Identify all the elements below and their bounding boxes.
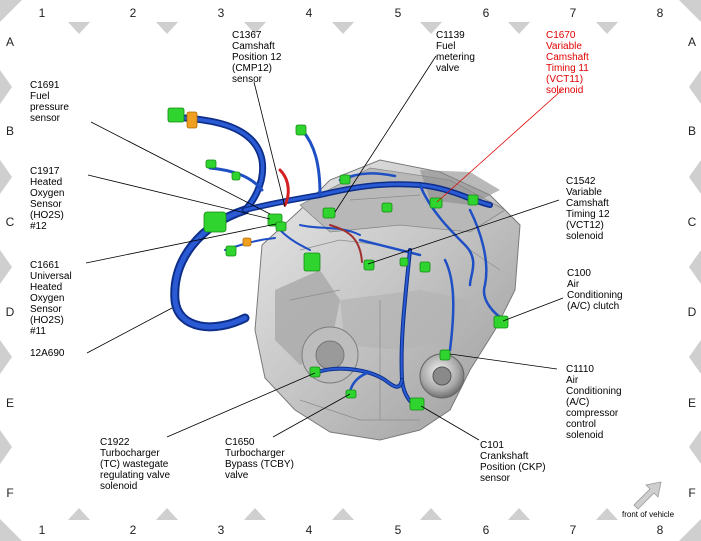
connector-c1691 — [167, 107, 185, 123]
front-of-vehicle-label: front of vehicle — [622, 510, 675, 519]
callout-c1917: C1917 Heated Oxygen Sensor (HO2S) #12 — [30, 166, 65, 232]
grid-col-3-bottom: 3 — [217, 523, 225, 537]
callout-c1542: C1542 Variable Camshaft Timing 12 (VCT12… — [566, 176, 610, 242]
grid-col-1-top: 1 — [38, 6, 46, 20]
callout-c1922: C1922 Turbocharger (TC) wastegate regula… — [100, 437, 171, 492]
callout-c1661: C1661 Universal Heated Oxygen Sensor (HO… — [30, 260, 72, 337]
grid-row-f-left: F — [6, 486, 14, 500]
grid-row-f-right: F — [688, 486, 696, 500]
callout-c1367: C1367 Camshaft Position 12 (CMP12) senso… — [232, 30, 282, 85]
grid-row-e-left: E — [5, 396, 14, 410]
connector-c1367 — [295, 124, 307, 136]
grid-col-1-bottom: 1 — [38, 523, 46, 537]
connector-c101 — [409, 397, 425, 411]
grid-row-c-right: C — [687, 215, 697, 229]
callout-c1139: C1139 Fuel metering valve — [436, 30, 475, 74]
grid-row-d-left: D — [5, 305, 15, 319]
connector-c1542 — [363, 259, 375, 271]
connector-c1922 — [309, 366, 321, 378]
grid-row-d-right: D — [687, 305, 697, 319]
grid-col-2-bottom: 2 — [129, 523, 137, 537]
grid-row-a-left: A — [5, 35, 14, 49]
grid-col-6-bottom: 6 — [482, 523, 490, 537]
arrow-up-right-icon — [633, 481, 662, 510]
connector-c1110 — [439, 349, 451, 361]
connector-c1650 — [345, 389, 357, 399]
grid-col-5-bottom: 5 — [394, 523, 402, 537]
grid-row-e-right: E — [687, 396, 696, 410]
connector-c1661 — [275, 221, 287, 232]
callout-c1110: C1110 Air Conditioning (A/C) compressor … — [566, 364, 622, 441]
grid-row-b-right: B — [687, 124, 696, 138]
grid-col-7-top: 7 — [569, 6, 577, 20]
connectors — [167, 107, 509, 411]
callout-c1670: C1670 Variable Camshaft Timing 11 (VCT11… — [546, 30, 589, 96]
leader-lines — [85, 55, 564, 441]
callout-c1650: C1650 Turbocharger Bypass (TCBY) valve — [225, 437, 294, 481]
grid-row-c-left: C — [5, 215, 15, 229]
connector-c1917 — [203, 211, 227, 233]
callout-12a690: 12A690 — [30, 348, 65, 359]
grid-col-2-top: 2 — [129, 6, 137, 20]
connector-c100 — [493, 315, 509, 329]
grid-row-a-right: A — [687, 35, 696, 49]
callout-c101: C101 Crankshaft Position (CKP) sensor — [480, 440, 546, 484]
grid-col-4-top: 4 — [305, 6, 313, 20]
connector-c1139 — [322, 207, 336, 219]
grid-col-8-top: 8 — [656, 6, 664, 20]
callout-c100: C100 Air Conditioning (A/C) clutch — [567, 268, 623, 312]
grid-col-5-top: 5 — [394, 6, 402, 20]
callout-c1691: C1691 Fuel pressure sensor — [30, 80, 69, 124]
grid-col-6-top: 6 — [482, 6, 490, 20]
grid-col-7-bottom: 7 — [569, 523, 577, 537]
grid-col-8-bottom: 8 — [656, 523, 664, 537]
grid-col-3-top: 3 — [217, 6, 225, 20]
grid-col-4-bottom: 4 — [305, 523, 313, 537]
grid-row-b-left: B — [5, 124, 14, 138]
